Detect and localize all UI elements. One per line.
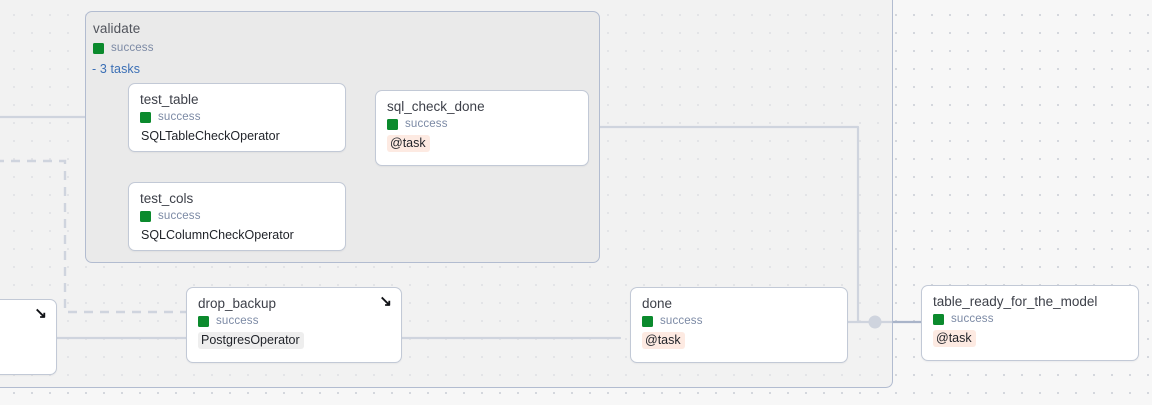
task-node-status-text: success [951, 313, 994, 325]
task-node-title: drop_backup [198, 296, 277, 311]
task-node-operator-type: @task [933, 330, 976, 347]
status-swatch-icon [198, 315, 209, 327]
task-node-status-text: success [660, 315, 703, 327]
task-node-clipped-left[interactable]: ↘ [0, 299, 57, 375]
task-node-status: success [198, 315, 391, 327]
task-node-status: success [140, 111, 335, 123]
status-swatch-icon [933, 313, 944, 325]
task-node-status: success [642, 315, 837, 327]
task-node-title: table_ready_for_the_model [933, 294, 1098, 309]
status-swatch-icon [93, 42, 104, 54]
task-node-title: done [642, 296, 673, 311]
task-node-status-text: success [158, 210, 201, 222]
status-swatch-icon [140, 111, 151, 123]
task-group-validate-label: validate [93, 21, 141, 36]
open-detail-arrow-icon[interactable]: ↘ [379, 293, 392, 310]
task-node-status: success [933, 313, 1128, 325]
task-node-drop-backup[interactable]: drop_backup ↘ success PostgresOperator [186, 287, 402, 363]
task-node-status-text: success [158, 111, 201, 123]
status-swatch-icon [642, 315, 653, 327]
task-group-validate-status: success [93, 42, 154, 54]
task-node-operator-type: PostgresOperator [198, 332, 304, 349]
task-node-operator-type: SQLColumnCheckOperator [141, 228, 294, 242]
status-swatch-icon [140, 210, 151, 222]
task-node-done[interactable]: done success @task [630, 287, 848, 363]
open-detail-arrow-icon[interactable]: ↘ [34, 305, 47, 322]
task-node-status-text: success [216, 315, 259, 327]
task-node-operator-type: @task [642, 332, 685, 349]
task-group-validate-status-text: success [111, 42, 154, 54]
task-node-title: test_cols [140, 191, 194, 206]
task-node-status: success [140, 210, 335, 222]
task-node-operator-type: SQLTableCheckOperator [141, 129, 280, 143]
task-node-test-cols[interactable]: test_cols success SQLColumnCheckOperator [128, 182, 346, 251]
task-node-operator-type: @task [387, 135, 430, 152]
task-node-title: sql_check_done [387, 99, 485, 114]
task-node-title: test_table [140, 92, 199, 107]
status-swatch-icon [387, 118, 398, 130]
task-node-test-table[interactable]: test_table success SQLTableCheckOperator [128, 83, 346, 152]
task-node-status-text: success [405, 118, 448, 130]
task-node-table-ready-for-the-model[interactable]: table_ready_for_the_model success @task [921, 285, 1139, 361]
task-node-sql-check-done[interactable]: sql_check_done success @task [375, 90, 589, 166]
task-node-status: success [387, 118, 578, 130]
task-group-validate-collapse-toggle[interactable]: - 3 tasks [92, 62, 141, 76]
